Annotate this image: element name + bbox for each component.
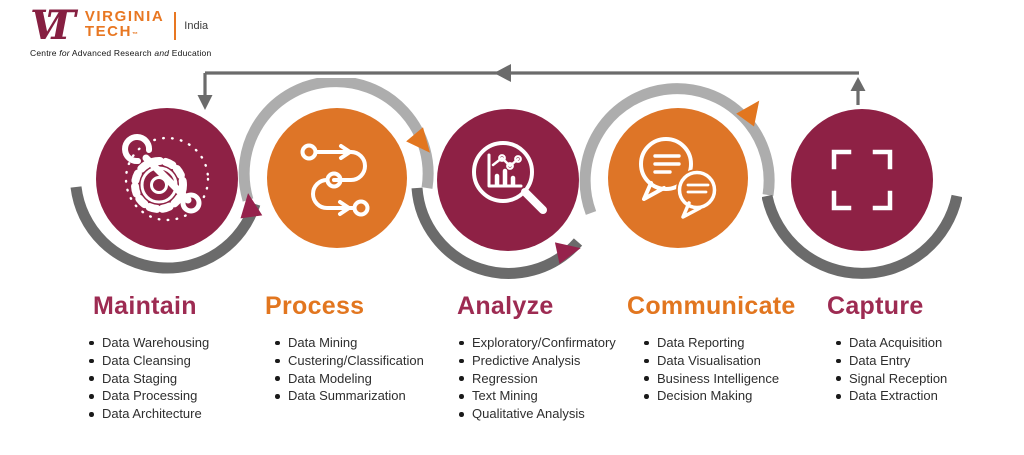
stage-list: Exploratory/Confirmatory Predictive Anal… <box>458 334 616 423</box>
flow-path-icon <box>300 143 370 217</box>
flow-arc-top <box>579 83 775 215</box>
stage-title: Process <box>265 292 365 320</box>
list-item: Exploratory/Confirmatory <box>458 334 616 352</box>
list-item: Data Cleansing <box>88 352 209 370</box>
stage-title: Capture <box>827 292 924 320</box>
section-communicate: Communicate Data Reporting Data Visualis… <box>627 293 796 405</box>
vt-logo-mark: VT <box>30 2 76 49</box>
list-item: Data Warehousing <box>88 334 209 352</box>
list-item: Business Intelligence <box>643 370 796 388</box>
list-item: Data Reporting <box>643 334 796 352</box>
list-item: Text Mining <box>458 387 616 405</box>
stage-list: Data Reporting Data Visualisation Busine… <box>643 334 796 405</box>
section-analyze: Analyze Exploratory/Confirmatory Predict… <box>457 293 616 423</box>
logo-wordmark: VIRGINIA TECH™ <box>85 9 164 43</box>
magnifier-chart-icon <box>472 141 547 214</box>
list-item: Data Architecture <box>88 405 209 423</box>
list-item: Regression <box>458 370 616 388</box>
list-item: Data Extraction <box>835 387 947 405</box>
stage-graphic-analyze <box>411 109 583 279</box>
speech-bubbles-icon <box>639 137 718 219</box>
stage-title: Analyze <box>457 292 554 320</box>
list-item: Data Acquisition <box>835 334 947 352</box>
section-process: Process Data Mining Custering/Classifica… <box>265 293 424 405</box>
stage-graphic-capture <box>762 109 962 279</box>
logo-region-label: India <box>184 20 209 32</box>
section-maintain: Maintain Data Warehousing Data Cleansing… <box>89 292 209 423</box>
flow-arc-bottom <box>762 194 962 279</box>
stage-list: Data Warehousing Data Cleansing Data Sta… <box>88 334 209 423</box>
list-item: Data Entry <box>835 352 947 370</box>
section-capture: Capture Data Acquisition Data Entry Sign… <box>827 293 947 405</box>
stage-circle-capture <box>791 109 933 251</box>
list-item: Data Visualisation <box>643 352 796 370</box>
virginia-tech-logo: VT VIRGINIA TECH™ India Centre for Advan… <box>30 2 212 59</box>
stage-title: Communicate <box>627 292 796 320</box>
stage-circle-communicate <box>608 108 748 248</box>
stage-list: Data Acquisition Data Entry Signal Recep… <box>835 334 947 405</box>
list-item: Data Staging <box>88 370 209 388</box>
list-item: Data Mining <box>274 334 424 352</box>
list-item: Data Processing <box>88 387 209 405</box>
stage-graphic-maintain <box>70 108 261 274</box>
logo-line1: VIRGINIA <box>84 8 165 25</box>
list-item: Custering/Classification <box>274 352 424 370</box>
logo-divider <box>174 12 177 40</box>
stage-circle-analyze <box>437 109 579 251</box>
stage-graphic-communicate <box>579 83 775 248</box>
flow-arc-bottom <box>411 187 583 279</box>
list-item: Data Summarization <box>274 387 424 405</box>
wrench-gear-icon <box>122 134 210 222</box>
flow-arc-bottom <box>70 186 261 274</box>
stage-graphic-process <box>238 78 434 248</box>
list-item: Data Modeling <box>274 370 424 388</box>
list-item: Decision Making <box>643 387 796 405</box>
logo-line2: TECH <box>84 23 133 40</box>
list-item: Qualitative Analysis <box>458 405 616 423</box>
stage-list: Data Mining Custering/Classification Dat… <box>274 334 424 405</box>
list-item: Signal Reception <box>835 370 947 388</box>
trademark-symbol: ™ <box>132 32 139 38</box>
list-item: Predictive Analysis <box>458 352 616 370</box>
logo-tagline: Centre for Advanced Research and Educati… <box>30 48 212 58</box>
frame-corners-icon <box>831 149 893 211</box>
stage-title: Maintain <box>93 292 197 320</box>
